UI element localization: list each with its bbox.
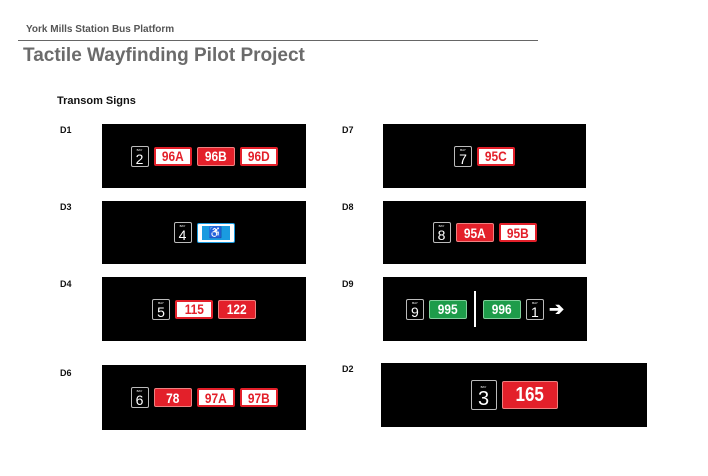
sign-label: D6 bbox=[60, 368, 72, 378]
route-badge: 97A bbox=[196, 388, 235, 407]
route-badge: 996 bbox=[482, 299, 521, 319]
route-number: 995 bbox=[438, 301, 458, 317]
sign-label: D4 bbox=[60, 279, 72, 289]
sign-label: D3 bbox=[60, 202, 72, 212]
divider bbox=[473, 291, 476, 327]
bay-number: 7 bbox=[459, 150, 467, 167]
route-number: 95A bbox=[463, 224, 486, 241]
route-number: 96B bbox=[204, 148, 227, 164]
bay-number: 2 bbox=[135, 150, 144, 167]
route-badge: 78 bbox=[153, 388, 192, 407]
accessible-badge: ♿ bbox=[196, 222, 235, 243]
bay-label: BAY bbox=[136, 389, 143, 393]
route-badge: 165 bbox=[501, 381, 558, 409]
section-heading: Transom Signs bbox=[57, 95, 136, 107]
wheelchair-accessible-icon: ♿ bbox=[201, 225, 230, 240]
route-badge: 96D bbox=[239, 146, 278, 166]
bay-number: 8 bbox=[437, 227, 446, 243]
bay-label: BAY bbox=[460, 147, 466, 152]
route-badge: 115 bbox=[175, 299, 213, 319]
route-number: 996 bbox=[492, 301, 512, 317]
bay-label: BAY bbox=[158, 300, 164, 305]
route-number: 96A bbox=[161, 148, 184, 164]
route-number: 97A bbox=[204, 389, 227, 406]
bay-label: BAY bbox=[480, 385, 487, 389]
bay-label: BAY bbox=[412, 300, 418, 305]
bay-label: BAY bbox=[179, 224, 186, 228]
header-rule bbox=[18, 40, 538, 41]
sign-label: D1 bbox=[60, 125, 72, 135]
bay-label: BAY bbox=[438, 224, 445, 228]
route-number: 96D bbox=[247, 148, 270, 164]
bay-number: 9 bbox=[411, 303, 419, 320]
bay-number: 5 bbox=[157, 303, 165, 320]
bay-label: BAY bbox=[532, 300, 538, 305]
arrow-right-icon: ➔ bbox=[548, 298, 565, 319]
header-subtitle: York Mills Station Bus Platform bbox=[26, 24, 175, 35]
sign-label: D8 bbox=[342, 202, 354, 212]
route-badge: 122 bbox=[218, 299, 256, 319]
bay-number: 1 bbox=[531, 303, 539, 320]
route-number: 122 bbox=[227, 301, 247, 317]
route-badge: 96B bbox=[196, 146, 235, 166]
bay-number: 3 bbox=[477, 388, 490, 410]
route-badge: 95B bbox=[498, 223, 537, 242]
route-number: 115 bbox=[184, 301, 204, 317]
sign-label: D2 bbox=[342, 364, 354, 374]
route-number: 165 bbox=[515, 383, 544, 406]
bay-label: BAY bbox=[136, 147, 143, 152]
route-number: 97B bbox=[247, 389, 270, 406]
route-badge: 995 bbox=[428, 299, 467, 319]
route-number: 95C bbox=[485, 148, 507, 164]
page-title: Tactile Wayfinding Pilot Project bbox=[23, 45, 305, 66]
sign-label: D7 bbox=[342, 125, 354, 135]
route-number: 78 bbox=[165, 389, 180, 406]
route-badge: 97B bbox=[239, 388, 278, 407]
route-number: 95B bbox=[506, 224, 529, 241]
route-badge: 95A bbox=[455, 223, 494, 242]
route-badge: 96A bbox=[153, 146, 192, 166]
sign-label: D9 bbox=[342, 279, 354, 289]
bay-number: 6 bbox=[135, 392, 144, 408]
route-badge: 95C bbox=[477, 146, 515, 166]
bay-number: 4 bbox=[178, 227, 187, 243]
